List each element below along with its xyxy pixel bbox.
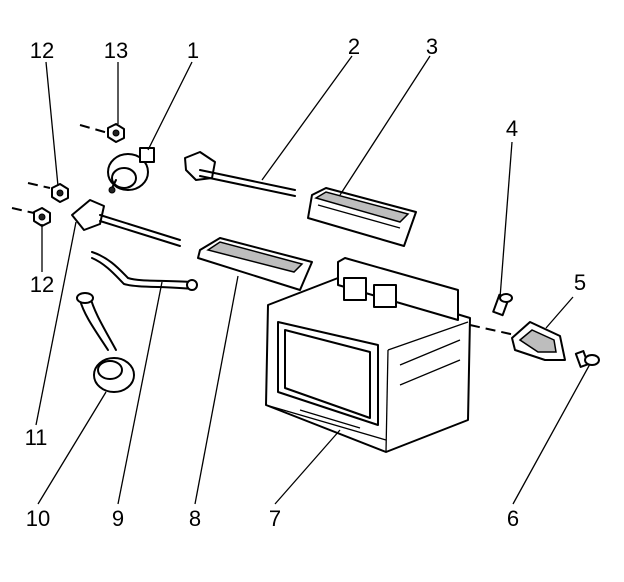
part-13-nut — [107, 123, 125, 143]
part-12-nut-lower — [33, 207, 51, 227]
part-1-actuator — [107, 147, 155, 194]
part-4-screw — [492, 293, 513, 317]
assembly-axis-lines — [11, 124, 516, 336]
part-11-lever — [71, 199, 181, 247]
part-2-rod — [184, 151, 296, 197]
callout-numbers: 13 1 2 3 12 12 4 5 11 10 9 8 7 6 — [25, 34, 587, 531]
callout-1: 1 — [187, 38, 199, 63]
callout-8: 8 — [189, 506, 201, 531]
callout-12-upper: 12 — [30, 38, 54, 63]
part-9-link — [91, 251, 198, 291]
part-10-actuator — [76, 292, 135, 393]
callout-7: 7 — [269, 506, 281, 531]
callout-4: 4 — [506, 116, 518, 141]
callout-2: 2 — [348, 34, 360, 59]
callout-5: 5 — [574, 270, 586, 295]
part-12-nut-upper — [51, 183, 69, 203]
callout-6: 6 — [507, 506, 519, 531]
callout-12-lower: 12 — [30, 272, 54, 297]
part-5-bracket — [511, 321, 566, 361]
callout-13: 13 — [104, 38, 128, 63]
callout-10: 10 — [26, 506, 50, 531]
leader-lines — [35, 55, 591, 505]
part-8-plate — [197, 237, 313, 291]
callout-9: 9 — [112, 506, 124, 531]
part-3-panel — [307, 187, 417, 247]
part-7-housing — [265, 257, 471, 453]
part-6-screw — [574, 350, 600, 368]
callout-11: 11 — [25, 425, 48, 450]
callout-3: 3 — [426, 34, 438, 59]
